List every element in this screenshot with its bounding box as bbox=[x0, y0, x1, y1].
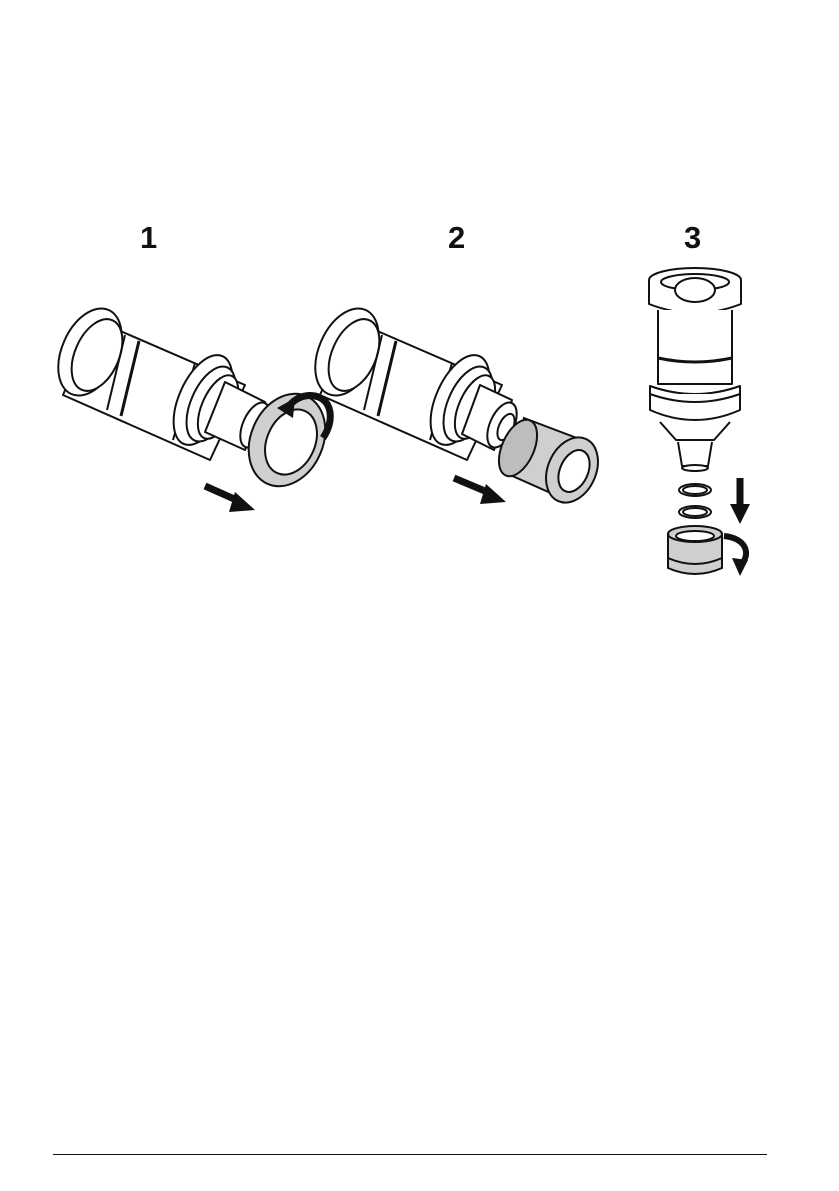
step-2-illustration bbox=[312, 290, 612, 530]
step-1-number: 1 bbox=[140, 222, 157, 253]
straight-arrow-icon bbox=[730, 478, 750, 524]
straight-arrow-icon bbox=[454, 478, 506, 504]
rotate-arrow-icon bbox=[724, 536, 748, 576]
o-rings bbox=[679, 484, 711, 518]
footer-rule bbox=[53, 1154, 767, 1155]
step-3-illustration bbox=[636, 262, 766, 587]
step-3-number: 3 bbox=[684, 222, 701, 253]
bottom-cap bbox=[668, 526, 722, 574]
step-2-number: 2 bbox=[448, 222, 465, 253]
straight-arrow-icon bbox=[205, 486, 255, 512]
step-1-illustration bbox=[55, 290, 355, 530]
